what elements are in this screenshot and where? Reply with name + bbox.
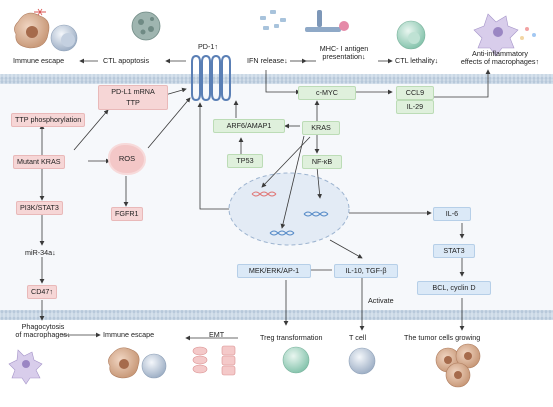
epithelial-cells-icon [192,345,236,376]
treg-label: Treg transformation [260,333,323,342]
emt-label: EMT [209,330,225,339]
virus-icon [131,11,161,41]
phago-line2: of macrophages↓ [15,330,71,340]
arf6-amap1-box: ARF6/AMAP1 [213,119,285,133]
tumor-cell-icon [108,347,140,379]
treg-cell-icon [282,346,310,374]
mhc-line1: MHC- Ⅰ antigen [319,44,369,53]
tumor-cell-icon [435,343,481,388]
ros-label: ROS [118,154,136,163]
mhc-line2: presentation↓ [322,52,366,62]
nucleus-icon [228,172,350,246]
ctl-apoptosis: CTL apoptosis [103,56,150,65]
arrows [39,58,465,341]
t-cell-icon [348,347,376,375]
pdl1-mrna-box: PD-L1 mRNA TTP [98,85,168,110]
il29-box: IL-29 [396,100,434,114]
anti-line1: Anti-inflammatory [472,49,528,58]
top-immune-escape: Immune escape [13,56,65,65]
pi3k-stat3-box: PI3K/STAT3 [16,201,63,215]
pdl1-mrna-label: PD-L1 mRNA [111,87,155,96]
stat3-box: STAT3 [433,244,475,258]
il6-box: IL-6 [433,207,471,221]
bottom-immune-escape: Immune escape [103,330,155,339]
kras-box: KRAS [302,121,340,135]
c-myc-box: c-MYC [298,86,356,100]
antigen-icon [260,10,286,30]
tumor-growing-label: The tumor cells growing [404,333,481,342]
macrophage-icon [473,13,519,57]
mir34a-label: miR-34a↓ [25,248,56,257]
il10-tgf-box: IL-10, TGF-β [334,264,398,278]
t-cell-icon [141,353,167,379]
activate-label: Activate [368,296,394,305]
anti-inflammatory: Anti-inflammatory effects of macrophages… [450,49,550,67]
tp53-box: TP53 [227,154,263,168]
macrophage-icon [8,349,43,385]
ifn-release: IFN release↓ [247,56,288,65]
phagocytosis-label: Phagocytosis of macrophages↓ [4,322,82,340]
antigen-icon [305,10,349,32]
pd1-receptor-icon [191,54,231,102]
ccl9-box: CCL9 [396,86,434,100]
ctl-lethality: CTL lethality↓ [395,56,439,65]
anti-line2: effects of macrophages↑ [460,57,540,67]
pd1-label: PD-1↑ [198,42,218,51]
mek-erk-box: MEK/ERK/AP-1 [237,264,311,278]
mhc-presentation: MHC- Ⅰ antigen presentation↓ [306,44,382,62]
phago-line1: Phagocytosis [21,322,65,331]
cd47-box: CD47↑ [27,285,57,299]
fgfr1-box: FGFR1 [111,207,143,221]
nfkb-box: NF-κB [302,155,342,169]
tcell-label: T cell [349,333,367,342]
bottom-membrane [0,310,553,320]
ttp-phosphorylation-box: TTP phosphorylation [11,113,86,127]
bcl-cyclin-box: BCL, cyclin D [417,281,491,295]
dna-icon [251,191,329,236]
tumor-cell-icon [14,12,50,49]
ros-icon: ROS [110,145,144,173]
top-membrane [0,74,553,84]
ttp-label: TTP [126,98,140,107]
mutant-kras-box: Mutant KRAS [13,155,65,169]
